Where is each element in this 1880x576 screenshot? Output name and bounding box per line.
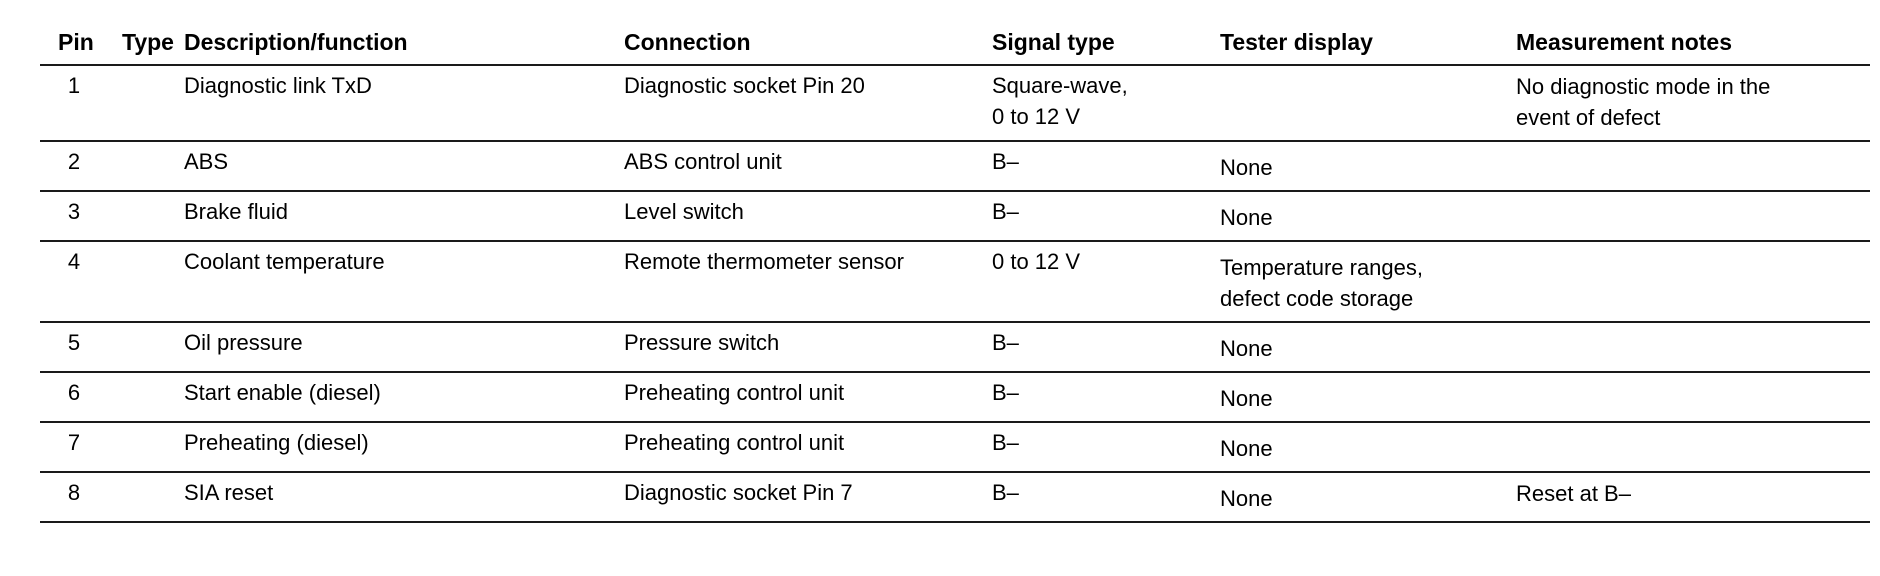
cell-connection: Pressure switch [624,330,780,355]
cell-tester-display: Temperature ranges, defect code storage [1220,255,1423,311]
cell-connection: Level switch [624,199,744,224]
cell-measurement-notes [1508,373,1808,421]
header-pin: Pin [58,29,94,55]
cell-type [108,242,176,321]
cell-measurement-notes [1508,142,1808,190]
table-header: Pin Type Description/function Connection… [40,20,1870,64]
cell-measurement-notes [1508,192,1808,240]
cell-signal-type: B– [992,199,1019,224]
cell-connection: Preheating control unit [624,430,845,455]
header-connection: Connection [624,29,751,55]
table-row: 8 SIA reset Diagnostic socket Pin 7 B– N… [40,471,1870,523]
cell-pin: 5 [67,330,81,355]
table-body: 1 Diagnostic link TxD Diagnostic socket … [40,64,1870,523]
cell-measurement-notes [1508,242,1808,321]
cell-signal-type: B– [992,430,1019,455]
table-row: 3 Brake fluid Level switch B– None [40,190,1870,240]
cell-description: SIA reset [184,480,274,505]
header-type: Type [122,29,174,55]
cell-connection: ABS control unit [624,149,782,174]
cell-signal-type: Square-wave, 0 to 12 V [992,73,1128,129]
cell-measurement-notes: No diagnostic mode in the event of defec… [1516,74,1771,130]
cell-measurement-notes [1508,323,1808,371]
cell-type [108,192,176,240]
cell-measurement-notes [1508,423,1808,471]
cell-tester-display: None [1220,336,1273,361]
cell-tester-display: None [1220,155,1273,180]
cell-tester-display: None [1220,436,1273,461]
table-row: 7 Preheating (diesel) Preheating control… [40,421,1870,471]
cell-pin: 3 [67,199,81,224]
cell-description: Preheating (diesel) [184,430,369,455]
cell-signal-type: B– [992,330,1019,355]
cell-signal-type: B– [992,380,1019,405]
header-measurement-notes: Measurement notes [1516,29,1733,55]
cell-tester-display: None [1220,205,1273,230]
cell-type [108,423,176,471]
table-row: 5 Oil pressure Pressure switch B– None [40,321,1870,371]
header-signal-type: Signal type [992,29,1115,55]
cell-tester-display [1212,66,1508,140]
cell-pin: 1 [67,73,81,98]
cell-pin: 8 [67,480,81,505]
cell-measurement-notes: Reset at B– [1516,481,1631,506]
table-row: 6 Start enable (diesel) Preheating contr… [40,371,1870,421]
cell-description: Oil pressure [184,330,303,355]
pin-assignment-table: Pin Type Description/function Connection… [40,20,1870,523]
cell-type [108,66,176,140]
cell-connection: Diagnostic socket Pin 20 [624,73,865,98]
cell-pin: 6 [67,380,81,405]
cell-signal-type: B– [992,149,1019,174]
table-row: 1 Diagnostic link TxD Diagnostic socket … [40,64,1870,140]
header-tester-display: Tester display [1220,29,1373,55]
cell-description: Coolant temperature [184,249,385,274]
cell-pin: 2 [67,149,81,174]
cell-description: ABS [184,149,229,174]
cell-description: Brake fluid [184,199,288,224]
header-description: Description/function [184,29,408,55]
cell-signal-type: B– [992,480,1019,505]
cell-tester-display: None [1220,486,1273,511]
cell-description: Diagnostic link TxD [184,73,372,98]
cell-tester-display: None [1220,386,1273,411]
cell-connection: Remote thermometer sensor [624,249,904,274]
cell-pin: 4 [67,249,81,274]
cell-type [108,323,176,371]
table-row: 4 Coolant temperature Remote thermometer… [40,240,1870,321]
cell-connection: Preheating control unit [624,380,845,405]
cell-signal-type: 0 to 12 V [992,249,1081,274]
cell-pin: 7 [67,430,81,455]
table-row: 2 ABS ABS control unit B– None [40,140,1870,190]
cell-type [108,373,176,421]
cell-type [108,473,176,521]
cell-description: Start enable (diesel) [184,380,381,405]
cell-type [108,142,176,190]
cell-connection: Diagnostic socket Pin 7 [624,480,853,505]
